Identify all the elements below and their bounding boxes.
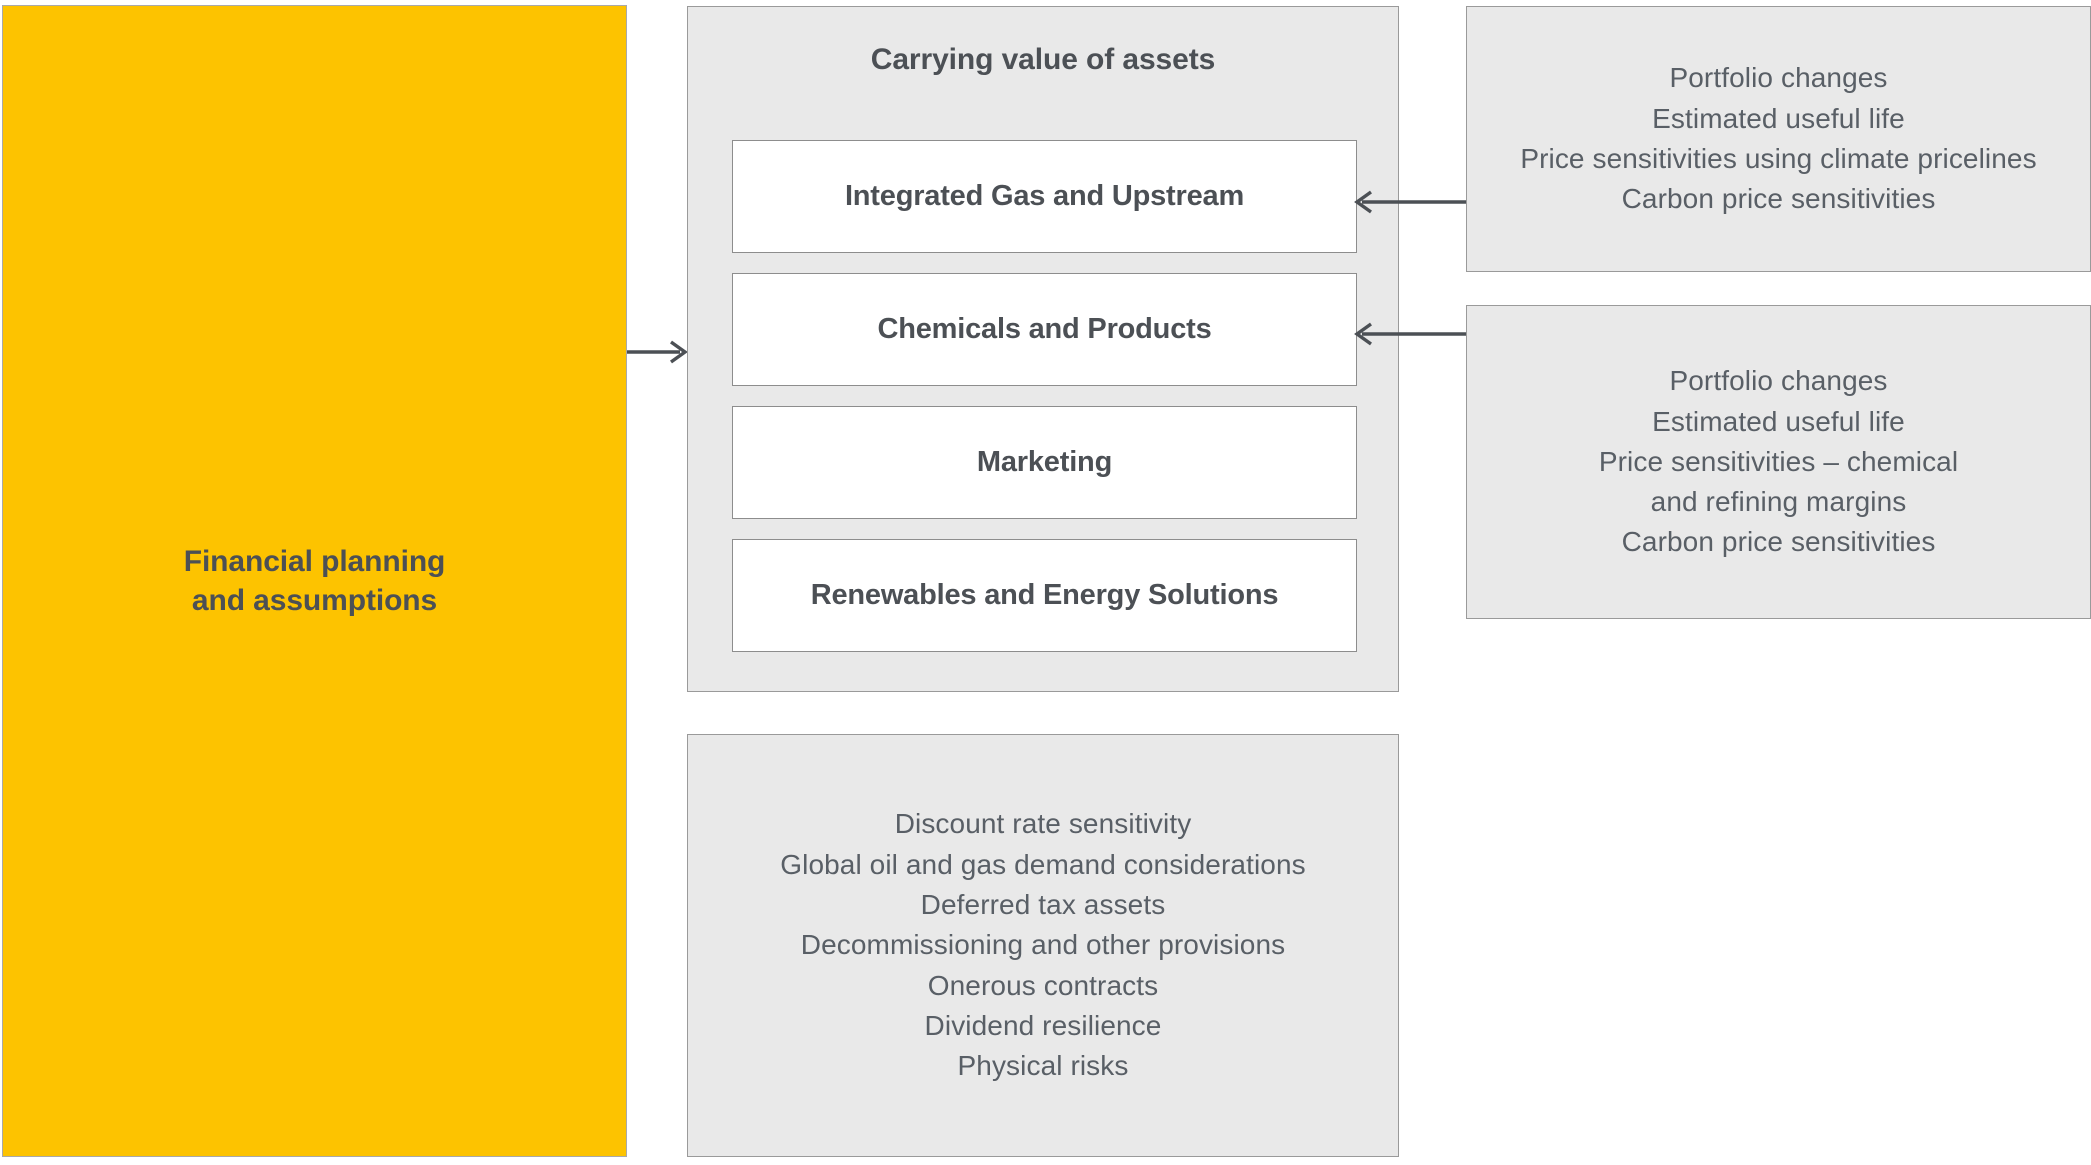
carrying-value-panel: Carrying value of assets Integrated Gas … [687,6,1399,692]
segment-label: Marketing [976,446,1113,478]
consideration-item: Physical risks [957,1050,1129,1082]
segment-label: Integrated Gas and Upstream [844,180,1245,212]
arrow-sensitivities-to-chemicals [1354,322,1467,346]
consideration-item: Dividend resilience [924,1009,1162,1041]
sensitivity-item: Carbon price sensitivities [1621,526,1936,558]
consideration-item: Discount rate sensitivity [894,808,1192,840]
sensitivity-item: Carbon price sensitivities [1621,183,1936,215]
segment-chemicals-and-products[interactable]: Chemicals and Products [732,273,1357,386]
sensitivity-item: Portfolio changes [1669,365,1888,397]
segment-label: Renewables and Energy Solutions [810,579,1279,611]
arrow-sensitivities-to-integrated-gas [1354,190,1467,214]
sensitivity-item: Price sensitivities – chemical and refin… [1598,445,1959,518]
chemicals-and-products-sensitivities-panel: Portfolio changes Estimated useful life … [1466,305,2091,619]
integrated-gas-and-upstream-sensitivities-panel: Portfolio changes Estimated useful life … [1466,6,2091,272]
other-considerations-panel: Discount rate sensitivity Global oil and… [687,734,1399,1157]
sensitivity-item: Price sensitivities using climate pricel… [1520,143,2037,174]
financial-planning-label: Financial planning and assumptions [183,545,446,617]
segment-integrated-gas-and-upstream[interactable]: Integrated Gas and Upstream [732,140,1357,253]
sensitivity-item: Portfolio changes [1669,62,1888,94]
consideration-item: Onerous contracts [927,969,1159,1001]
consideration-item: Deferred tax assets [920,889,1166,921]
sensitivity-item: Estimated useful life [1652,405,1905,437]
consideration-item: Decommissioning and other provisions [800,929,1286,961]
consideration-item: Global oil and gas demand considerations [780,848,1306,880]
financial-planning-panel[interactable]: Financial planning and assumptions [2,5,627,1157]
sensitivity-item: Estimated useful life [1652,102,1905,134]
arrow-input-to-carrying-value [627,340,688,364]
segment-label: Chemicals and Products [877,313,1212,345]
carrying-value-panel-title: Carrying value of assets [870,43,1216,76]
segment-marketing[interactable]: Marketing [732,406,1357,519]
segment-renewables-and-energy-solutions[interactable]: Renewables and Energy Solutions [732,539,1357,652]
